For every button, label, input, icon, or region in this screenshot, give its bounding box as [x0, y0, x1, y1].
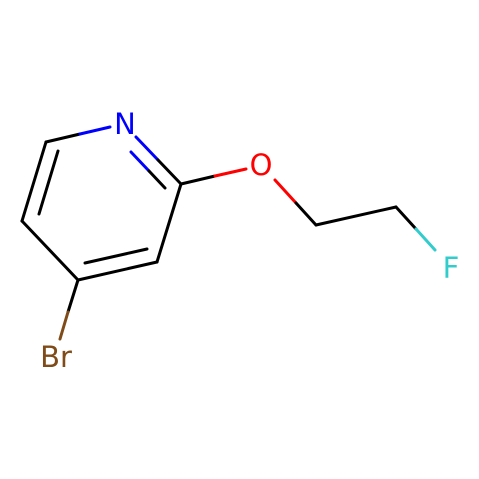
bond-n-c2-inner	[147, 169, 167, 190]
bond-ch2-ch2	[314, 205, 398, 227]
bond-o-ch2-red	[273, 178, 298, 205]
bond-c4-c5	[20, 219, 80, 282]
bond-c6-n-blue	[78, 125, 112, 136]
atom-label-bromine: Br	[40, 340, 72, 374]
bond-c2-c3	[155, 182, 183, 264]
bond-o-ch2	[294, 201, 318, 227]
bond-n-c2-inner-blue	[129, 150, 151, 173]
bond-n-c2	[156, 158, 183, 186]
bond-c4-br	[66, 278, 80, 314]
bond-c4-br-brown	[58, 310, 70, 341]
bond-c2-o	[179, 174, 217, 186]
atom-label-oxygen: O	[250, 148, 273, 182]
bond-c3-c4	[76, 260, 159, 282]
bond-ch2-f	[394, 205, 418, 231]
bond-c3-c4-inner	[83, 247, 149, 265]
atom-label-fluorine: F	[443, 251, 460, 285]
bond-c5-c6	[20, 140, 48, 223]
bond-ch2-f-cyan	[414, 227, 437, 252]
bond-n-c2-blue	[134, 135, 160, 162]
bond-c2-o-red	[213, 167, 248, 178]
bond-c6-n	[44, 132, 82, 144]
atom-label-nitrogen: N	[114, 107, 136, 141]
bond-c5-c6-inner	[37, 149, 60, 216]
